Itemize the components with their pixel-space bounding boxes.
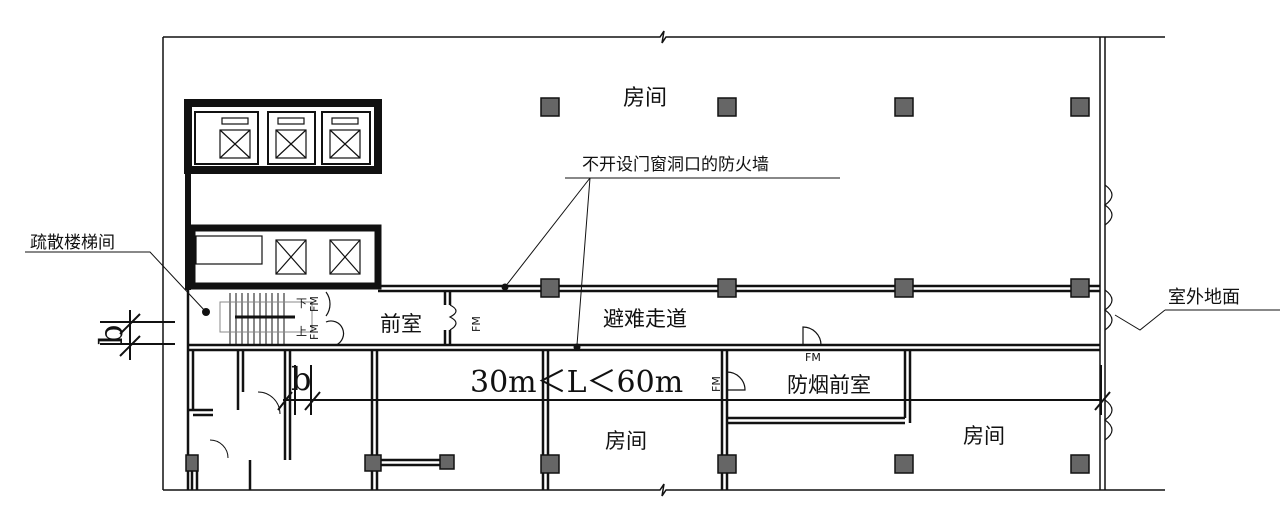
stairwell-label: 疏散楼梯间 (30, 233, 115, 253)
elevator-car-icon (275, 239, 361, 275)
elevator-core-top (184, 99, 382, 174)
structural-columns (185, 97, 1090, 474)
leader-lines (25, 177, 1280, 346)
dim-b-mid-label: b (291, 360, 311, 398)
length-constraint-label: 30m＜L＜60m (470, 365, 683, 400)
dim-b-left-label: b (92, 325, 130, 345)
refuge-corridor-walls (186, 284, 1100, 352)
fire-door-label: FM (710, 376, 723, 392)
room-bottom-left-label: 房间 (605, 429, 647, 453)
fire-door-label: FM (308, 296, 321, 312)
stair-down-label: 下 (296, 297, 307, 310)
elevator-core-bottom (185, 170, 382, 290)
leader-dot (501, 283, 509, 291)
room-top-label: 房间 (623, 86, 667, 111)
stair-flight (219, 293, 313, 345)
fire-door-icon (325, 184, 1113, 441)
outdoor-ground-label: 室外地面 (1168, 287, 1240, 308)
room-walls (186, 350, 912, 490)
leader-dot (573, 343, 581, 351)
dimension-line (100, 310, 1111, 415)
building-outline (162, 30, 1165, 497)
anteroom-label: 前室 (380, 312, 422, 336)
elevator-car-icon (219, 117, 361, 159)
fire-door-label: FM (805, 351, 821, 364)
stair-up-label: 上 (296, 325, 307, 338)
small-doors (209, 391, 281, 459)
fire-door-label: FM (470, 316, 483, 332)
firewall-label: 不开设门窗洞口的防火墙 (582, 155, 769, 175)
fire-door-label: FM (308, 324, 321, 340)
refuge-corridor-label: 避难走道 (603, 307, 687, 331)
smoke-anteroom-label: 防烟前室 (787, 373, 871, 397)
room-bottom-right-label: 房间 (963, 424, 1005, 448)
